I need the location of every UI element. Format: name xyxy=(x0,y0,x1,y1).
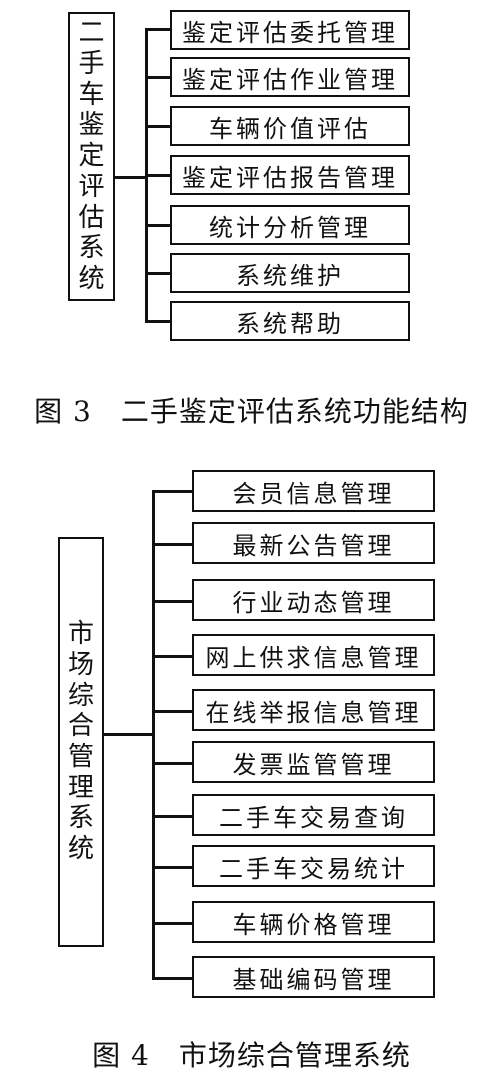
figure-4-branch-connector xyxy=(152,762,192,765)
figure-4-node-box: 网上供求信息管理 xyxy=(192,634,435,676)
figure-3-node-box: 鉴定评估作业管理 xyxy=(170,57,410,97)
figure-4-node-box: 在线举报信息管理 xyxy=(192,689,435,731)
figure-4-branch-connector xyxy=(152,710,192,713)
root-label-char: 手 xyxy=(78,49,105,80)
root-label-char: 统 xyxy=(67,834,94,865)
figure-3-root-box: 二手车鉴定评估系统 xyxy=(68,12,115,301)
root-label-char: 车 xyxy=(78,79,105,110)
figure-4-node-box: 车辆价格管理 xyxy=(192,901,435,943)
figure-4-node-box: 最新公告管理 xyxy=(192,522,435,564)
root-label-char: 合 xyxy=(67,711,94,742)
figure-4-node-box: 会员信息管理 xyxy=(192,470,435,512)
root-label-char: 系 xyxy=(78,233,105,264)
root-label-char: 鉴 xyxy=(78,110,105,141)
root-label-char: 场 xyxy=(67,649,94,680)
figure-4-branch-connector xyxy=(152,490,192,493)
figure-4-branch-connector xyxy=(152,655,192,658)
figure-3-branch-connector xyxy=(145,174,170,177)
figure-4-branch-connector xyxy=(152,866,192,869)
figure-4-branch-connector xyxy=(152,600,192,603)
root-label-char: 评 xyxy=(78,171,105,202)
figure-4-node-box: 基础编码管理 xyxy=(192,956,435,998)
figure-3-node-box: 系统帮助 xyxy=(170,301,410,341)
root-label-char: 市 xyxy=(67,619,94,650)
root-label-char: 二 xyxy=(78,18,105,49)
figure-3-node-box: 鉴定评估委托管理 xyxy=(170,10,410,50)
figure-3-node-box: 统计分析管理 xyxy=(170,205,410,245)
figure-3-branch-connector xyxy=(145,76,170,79)
figure-4-node-box: 发票监管管理 xyxy=(192,741,435,783)
root-label-char: 综 xyxy=(67,680,94,711)
figure-4-node-box: 二手车交易查询 xyxy=(192,794,435,836)
figure-4-branch-connector xyxy=(152,922,192,925)
figure-4-node-box: 行业动态管理 xyxy=(192,579,435,621)
figure-3-branch-connector xyxy=(145,272,170,275)
figure-3-root-connector xyxy=(115,176,147,179)
figure-3-node-box: 鉴定评估报告管理 xyxy=(170,155,410,195)
figure-3-caption: 图 3 二手鉴定评估系统功能结构 xyxy=(34,395,469,428)
figure-3-branch-connector xyxy=(145,320,170,323)
figure-4-root-box: 市场综合管理系统 xyxy=(58,537,104,947)
figure-4-branch-connector xyxy=(152,977,192,980)
figure-4-branch-connector xyxy=(152,543,192,546)
figure-3-branch-connector xyxy=(145,125,170,128)
root-label-char: 定 xyxy=(78,141,105,172)
root-label-char: 系 xyxy=(67,803,94,834)
figure-3-node-box: 车辆价值评估 xyxy=(170,106,410,146)
figure-3-branch-connector xyxy=(145,28,170,31)
root-label-char: 统 xyxy=(78,263,105,294)
figure-4-caption: 图 4 市场综合管理系统 xyxy=(92,1039,411,1072)
figure-4-branch-connector xyxy=(152,815,192,818)
figure-4-node-box: 二手车交易统计 xyxy=(192,845,435,887)
figure-3-branch-connector xyxy=(145,224,170,227)
figure-3-node-box: 系统维护 xyxy=(170,253,410,293)
root-label-char: 估 xyxy=(78,202,105,233)
figure-4-root-connector xyxy=(104,733,154,736)
figure-4-vertical-connector xyxy=(152,490,155,977)
root-label-char: 理 xyxy=(67,772,94,803)
root-label-char: 管 xyxy=(67,742,94,772)
